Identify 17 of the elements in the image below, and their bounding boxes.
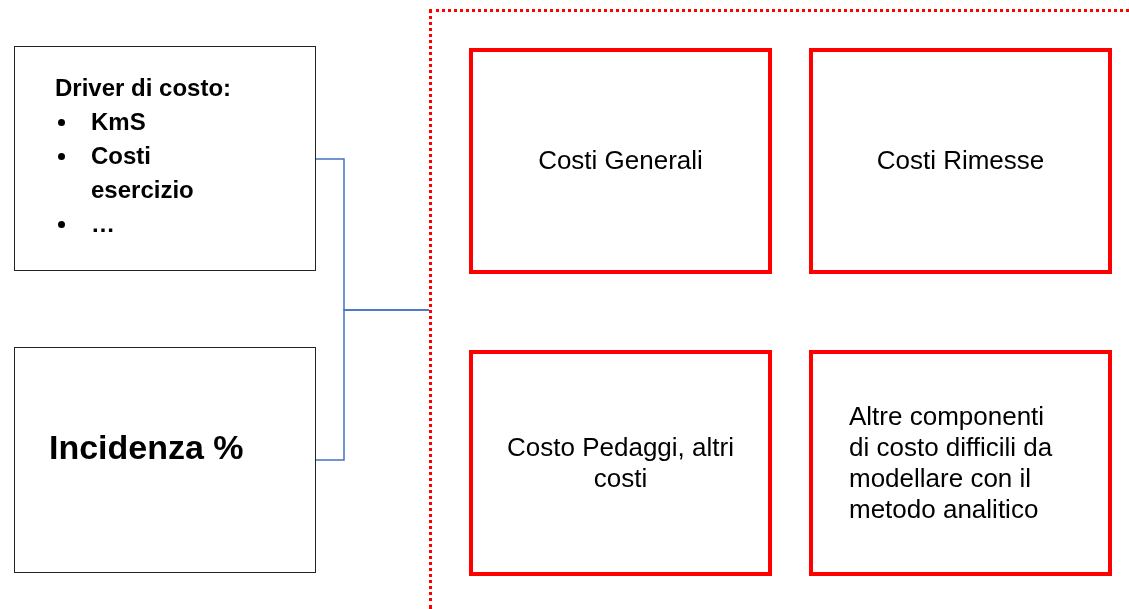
list-item: … xyxy=(91,209,116,239)
cost-box xyxy=(469,48,772,274)
cost-box xyxy=(809,350,1112,576)
connector-line xyxy=(315,309,430,461)
list-item: Costi esercizio xyxy=(91,141,195,205)
cost-box xyxy=(809,48,1112,274)
box-label: Incidenza % xyxy=(49,428,244,467)
box-label: Costi Rimesse xyxy=(876,145,1045,177)
cost-box xyxy=(469,350,772,576)
box-label: Altre componenti di costo difficili da modellare con il metodo analitico xyxy=(849,400,1054,526)
box-label: Costi Generali xyxy=(538,145,703,177)
list-heading: Driver di costo: xyxy=(55,73,232,103)
text-box xyxy=(14,46,316,271)
list-item: KmS xyxy=(91,107,147,137)
text-box xyxy=(14,347,316,573)
box-label: Costo Pedaggi, altri costi xyxy=(506,431,735,495)
dashed-region xyxy=(429,9,1129,609)
